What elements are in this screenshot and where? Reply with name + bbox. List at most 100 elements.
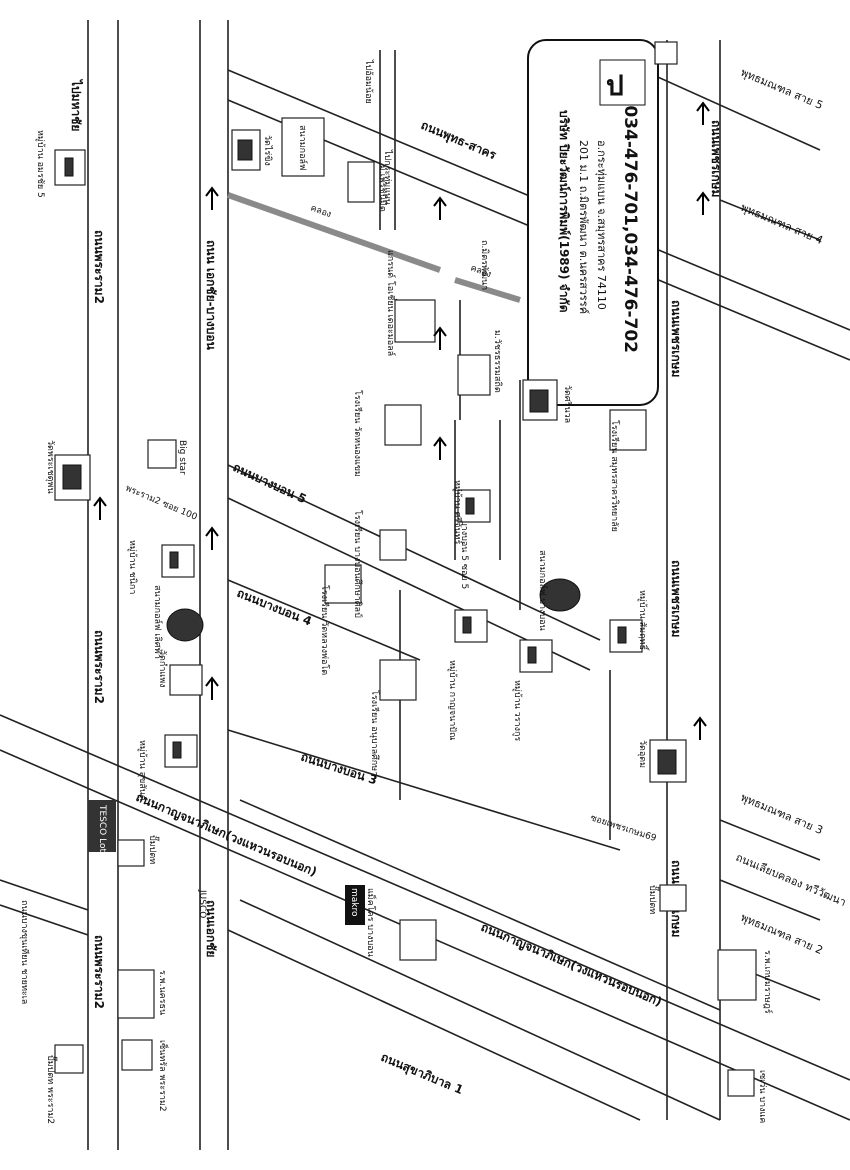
suksawat-road — [239, 899, 721, 1121]
place-wat-phu: วัดพระเชตุพน — [45, 440, 91, 501]
place-mall: แกรนด์ โอเชี่ยน เดอะมอลล์ — [385, 250, 436, 356]
label-ekachai-bangbon: ถนน เอกชัย-บางบอน — [204, 240, 218, 351]
label-khlong-1: คลอง — [309, 203, 332, 220]
svg-text:วัดพระเชตุพน: วัดพระเชตุพน — [45, 440, 55, 494]
svg-text:ปั๊มปตท พระราม2: ปั๊มปตท พระราม2 — [45, 1055, 58, 1124]
place-school-6 — [399, 919, 437, 961]
place-ptt-1: ปั๊มปตท — [117, 835, 160, 867]
label-phraram2-2: ถนนพระราม2 — [92, 630, 106, 704]
phetkasem-road — [666, 40, 721, 1120]
svg-text:ร.พ.นครธน: ร.พ.นครธน — [157, 970, 167, 1015]
place-school-5: โรงเรียน สมุทรสาครวิทยาลัย — [609, 409, 647, 532]
svg-text:หมู่บ้าน ศรีจันทร์: หมู่บ้าน ศรีจันทร์ — [452, 480, 464, 545]
place-school-1: โรงเรียน วัดหนองแขม — [352, 390, 422, 477]
bangbon3-road — [227, 729, 621, 851]
label-phuttha-sakhon: ถนนพุทธ-สาคร — [418, 118, 498, 163]
place-jusco: JUSCO — [197, 889, 207, 918]
svg-text:หมู่บ้าน สุขสันต์: หมู่บ้าน สุขสันต์ — [137, 740, 149, 801]
label-liap-khlong: ถนนเลียบคลอง ทวีวัฒนา — [734, 851, 848, 909]
place-village-3: หมู่บ้าน สุขสันต์ — [137, 734, 198, 801]
svg-text:วัดศรีนวล: วัดศรีนวล — [562, 385, 573, 423]
svg-text:โรงเรียน สมุทรสาครวิทยาลัย: โรงเรียน สมุทรสาครวิทยาลัย — [609, 420, 620, 532]
place-ptt-4: ปั๊มปตท พระราม2 — [45, 1044, 84, 1124]
place-seven: เซเว่น บางแค — [727, 1069, 767, 1123]
label-bangbon5: ถนนบางบอน 5 — [231, 460, 309, 506]
bangbon4-road — [227, 579, 421, 661]
svg-text:Big star: Big star — [177, 440, 187, 475]
label-to-mahachai: ไปมหาชัย — [69, 78, 84, 131]
label-phraram2-1: ถนนพระราม2 — [92, 230, 106, 304]
svg-text:โรงเรียน อนุบาลศึกษา: โรงเรียน อนุบาลศึกษา — [369, 690, 380, 776]
label-pmt4: พุทธมณฑล สาย 4 — [739, 201, 825, 247]
svg-text:ม.เพรชนิมิต: ม.เพรชนิมิต — [377, 165, 388, 212]
label-bangbon4: ถนนบางบอน 4 — [235, 586, 314, 629]
svg-text:วัดไร่ขิง: วัดไร่ขิง — [262, 135, 273, 166]
label-mittraphap: ถ.มิตรพัฒนา — [479, 240, 490, 290]
place-central: เซ็นทรัล พระราม2 — [121, 1039, 170, 1112]
company-address-2: อ.กระทุ่มแบน จ.สมุทรสาคร 74110 — [595, 140, 608, 310]
canal-2 — [454, 277, 521, 303]
place-hospital-1: ร.พ.นครธน — [117, 969, 167, 1019]
label-ekachai: ถนนเอกชัย — [204, 900, 218, 957]
place-school-2: โรงเรียน วัดหลวงพ่อโต — [319, 564, 362, 675]
place-village-1: หมู่บ้าน ศรีจันทร์ — [452, 480, 491, 545]
company-logo-icon: ป — [599, 59, 646, 106]
place-big-star: Big star — [147, 439, 187, 475]
place-village-big: ม.วัชรธรรมสถิต — [457, 330, 503, 396]
label-phetkasem-4: ถนนเพชรเกษม — [709, 120, 723, 197]
place-wat-odom: วัดอุดม — [637, 739, 687, 783]
place-wat-srinuan: วัดศรีนวล — [522, 379, 573, 423]
label-phetkasem-1: ถนนเพชรเกษม — [669, 300, 683, 377]
company-phone: โทร 034-476-701,034-476-702 — [620, 69, 641, 353]
svg-text:ปั๊มปตท: ปั๊มปตท — [147, 835, 160, 864]
place-village-4: หมู่บ้าน กาญจนาปัณ — [447, 609, 488, 740]
place-stadium: สนามกอล์ฟ — [281, 117, 325, 177]
svg-text:หมู่บ้าน กาญจนาปัณ: หมู่บ้าน กาญจนาปัณ — [447, 660, 458, 740]
place-golf-bangbon: สนามกอล์ฟ บางบอน — [537, 550, 581, 631]
place-makro: makro แม็คโคร บางบอน — [345, 885, 378, 957]
svg-text:แม็คโคร บางบอน: แม็คโคร บางบอน — [365, 888, 378, 957]
place-tesco: TESCO Lotus — [88, 800, 116, 863]
label-to-om-noi: ไปอ้อมน้อย — [363, 59, 374, 104]
label-phetkasem-2: ถนนเพชรเกษม — [669, 560, 683, 637]
place-market: ม.เพรชนิมิต — [347, 161, 388, 212]
svg-text:เซ็นทรัล พระราม2: เซ็นทรัล พระราม2 — [157, 1040, 170, 1112]
svg-text:ร.พ.เกษมราษฎร์: ร.พ.เกษมราษฎร์ — [762, 950, 774, 1014]
svg-text:สนามกอล์ฟ: สนามกอล์ฟ — [297, 125, 309, 170]
place-village-5: หมู่บ้าน วรางกูร — [512, 639, 553, 741]
svg-text:วัดอุดม: วัดอุดม — [637, 740, 647, 768]
label-pmt5: พุทธมณฑล สาย 5 — [739, 66, 825, 112]
canal-1 — [226, 192, 442, 273]
svg-text:ม.วัชรธรรมสถิต: ม.วัชรธรรมสถิต — [492, 330, 503, 393]
label-pmt3: พุทธมณฑล สาย 3 — [739, 791, 825, 837]
svg-text:ปั๊มปตท: ปั๊มปตท — [647, 885, 660, 914]
label-suksawat: ถนนสุขาภิบาล 1 — [378, 1050, 465, 1098]
label-bangbon3: ถนนบางบอน 3 — [299, 750, 379, 788]
svg-text:หมู่บ้าน สัมฤทธิ์: หมู่บ้าน สัมฤทธิ์ — [637, 590, 650, 651]
label-phraram2-3: ถนนพระราม2 — [92, 935, 106, 1009]
place-village-7: หมู่บ้าน อมรชัย 5 — [35, 130, 86, 198]
svg-text:JUSCO: JUSCO — [197, 889, 207, 918]
place-ptt-3 — [654, 41, 678, 65]
place-wat-rai-khing: วัดไร่ขิง — [231, 129, 273, 171]
svg-text:สนามกอล์ฟ เลิศฟ้า: สนามกอล์ฟ เลิศฟ้า — [152, 585, 164, 659]
svg-text:โรงเรียน วัดหลวงพ่อโต: โรงเรียน วัดหลวงพ่อโต — [319, 585, 330, 675]
label-to-krathum: ไปกระทุ่มแบน — [382, 149, 393, 205]
label-kanchana-1: ถนนกาญจนาภิเษก(วงแหวนรอบนอก) — [134, 790, 319, 879]
place-village-6: หมู่บ้าน สัมฤทธิ์ — [609, 590, 650, 653]
svg-text:เซเว่น บางแค: เซเว่น บางแค — [757, 1070, 767, 1123]
phraram2-road — [87, 20, 119, 1150]
label-soi-phetkasem69: ซอยเพชรเกษม69 — [589, 813, 658, 844]
svg-text:TESCO Lotus: TESCO Lotus — [97, 804, 107, 863]
label-kanchana-2: ถนนกาญจนาภิเษก(วงแหวนรอบนอก) — [479, 920, 664, 1009]
place-ptt-2: ปั๊มปตท — [647, 884, 687, 914]
ekachai-road — [199, 20, 229, 1150]
place-hospital-2: ร.พ.เกษมราษฎร์ — [717, 949, 774, 1014]
company-box: บริษัท ปิยะวัฒน์การพิมพ์(1989) จำกัด 201… — [527, 39, 659, 406]
svg-text:แกรนด์ โอเชี่ยน เดอะมอลล์: แกรนด์ โอเชี่ยน เดอะมอลล์ — [385, 250, 398, 356]
arrow-icons — [93, 101, 710, 740]
place-school-3: โรงเรียน อนุบาลศึกษา — [369, 659, 417, 776]
svg-text:โรงเรียน บางบอนศึกษาศิลป์: โรงเรียน บางบอนศึกษาศิลป์ — [352, 510, 364, 618]
place-village-2: หมู่บ้าน ชนิกา — [127, 540, 195, 594]
